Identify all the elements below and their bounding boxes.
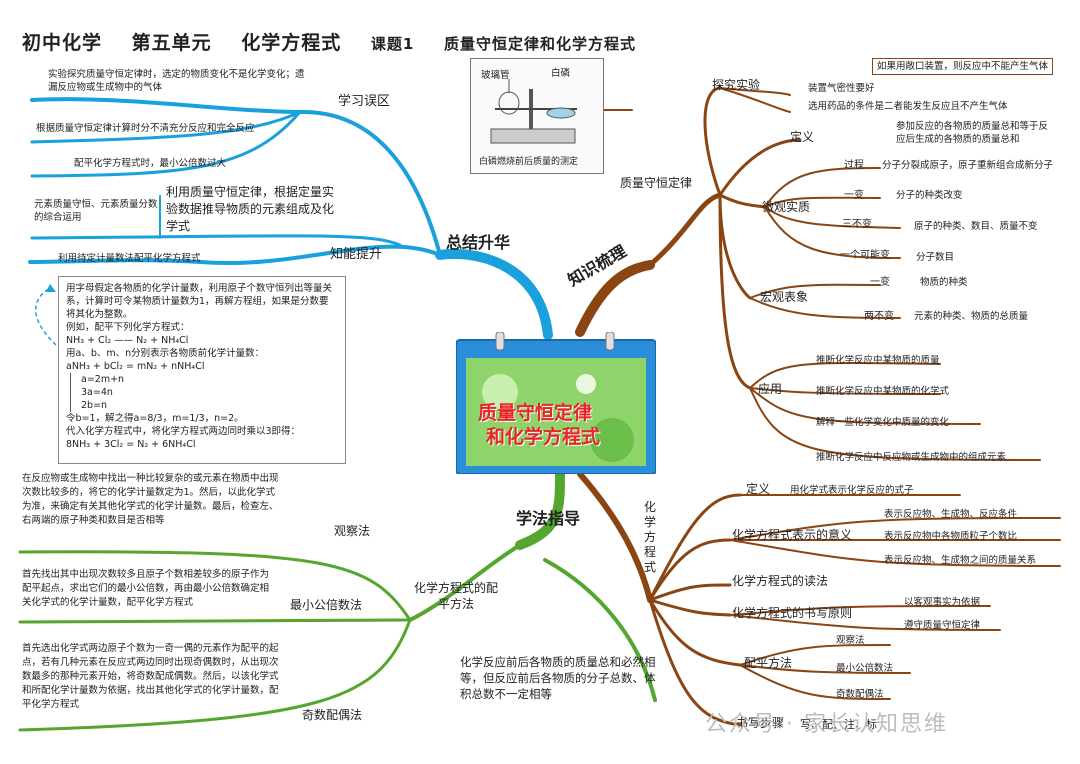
knowledge-branch-lines (575, 86, 1061, 727)
eq-reading-label: 化学方程式的读法 (732, 574, 829, 588)
application-item-3: 解释一些化学变化中质量的变化 (816, 417, 950, 428)
eq-meaning-item-2: 表示反应物中各物质粒子个数比 (884, 531, 1018, 542)
apparatus-phosphorus-label: 白磷 (551, 68, 571, 79)
eq-principle-item-2: 遵守质量守恒定律 (904, 620, 981, 631)
title-lesson: 课题1 (370, 35, 415, 53)
calendar-card-icon (455, 331, 657, 475)
lcm-name: 最小公倍数法 (290, 598, 363, 612)
ability-item-1: 元素质量守恒、元素质量分数的综合运用 (34, 199, 158, 223)
eq-definition-text: 用化学式表示化学反应的式子 (790, 485, 914, 496)
definition-label: 定义 (790, 130, 815, 144)
dashed-arrow (34, 287, 57, 346)
apparatus-tube-label: 玻璃管 (481, 70, 510, 81)
eq-principle-label: 化学方程式的书写原则 (732, 606, 853, 620)
method-branch-lines (18, 469, 657, 732)
mistakes-label: 学习误区 (338, 94, 391, 109)
eq-balance-item-3: 奇数配偶法 (836, 689, 884, 700)
example-line: 8NH₃ + 3Cl₂ = N₂ + 6NH₄Cl (66, 439, 196, 450)
center-card: 质量守恒定律 和化学方程式 (455, 331, 657, 475)
ability-item-2: 利用待定计量数法配平化学方程式 (58, 253, 201, 264)
ability-label: 知能提升 (330, 247, 383, 262)
eq-meaning-item-3: 表示反应物、生成物之间的质量关系 (884, 555, 1037, 566)
mistake-item-1: 实验探究质量守恒定律时，选定的物质变化不是化学变化；遗漏反应物或生成物中的气体 (48, 69, 305, 93)
example-line: 用a、b、m、n分别表示各物质前化学计量数： (66, 348, 265, 359)
law-label: 质量守恒定律 (620, 176, 693, 190)
mistake-item-2: 根据质量守恒定律计算时分不清充分反应和完全反应 (36, 123, 255, 134)
example-line: NH₃ + Cl₂ —— N₂ + NH₄Cl (66, 335, 189, 346)
lcm-desc: 首先找出其中出现次数较多且原子个数相差较多的原子作为配平起点，求出它们的最小公倍… (22, 569, 270, 608)
micro-one-change-text: 分子的种类改变 (896, 190, 963, 201)
eq-meaning-item-1: 表示反应物、生成物、反应条件 (884, 509, 1018, 520)
equation-label: 化学方程式 (644, 500, 657, 574)
observe-name: 观察法 (334, 524, 371, 538)
eq-definition-label: 定义 (746, 482, 771, 496)
balancing-summary: 化学反应前后各物质的质量总和必然相等，但反应前后各物质的分子总数、体积总数不一定… (460, 655, 656, 701)
center-title-line1: 质量守恒定律 (478, 402, 593, 424)
observe-desc: 在反应物或生成物中找出一种比较复杂的或元素在物质中出现次数比较多的，将它的化学计… (22, 473, 279, 526)
macro-one-change: 一变 (870, 277, 890, 288)
micro-three-unchanged: 三不变 (842, 219, 872, 230)
example-equation: 2b=n (81, 400, 108, 411)
example-line: 用字母假定各物质的化学计量数，利用原子个数守恒列出等量关系，计算时可令某物质计量… (66, 283, 333, 320)
micro-label: 微观实质 (762, 200, 811, 214)
example-equation: 3a=4n (81, 387, 113, 398)
eq-balance-item-2: 最小公倍数法 (836, 663, 894, 674)
experiment-airtight: 装置气密性要好 (808, 83, 875, 94)
experiment-label: 探究实验 (712, 78, 761, 92)
application-item-2: 推断化学反应中某物质的化学式 (816, 386, 950, 397)
title-unit: 第五单元 (131, 32, 212, 54)
example-line: 代入化学方程式中，将化学方程式两边同时乘以3即得： (66, 426, 301, 437)
branch-summary: 总结升华 (446, 233, 511, 252)
balancing-label: 化学方程式的配平方法 (414, 581, 499, 611)
branch-method: 学法指导 (516, 509, 581, 528)
oddeven-name: 奇数配偶法 (302, 708, 363, 722)
application-item-1: 推断化学反应中某物质的质量 (816, 355, 940, 366)
title-topic: 质量守恒定律和化学方程式 (443, 35, 636, 53)
micro-maybe-text: 分子数目 (916, 252, 955, 263)
eq-balance-item-1: 观察法 (836, 635, 865, 646)
watermark: 公众号 · 家长认知思维 (705, 712, 948, 737)
eq-meaning-label: 化学方程式表示的意义 (732, 528, 853, 542)
example-box: 用字母假定各物质的化学计量数，利用原子个数守恒列出等量关系，计算时可令某物质计量… (58, 276, 346, 464)
apparatus-figure: 玻璃管 白磷 白磷燃烧前后质量的测定 (470, 58, 604, 174)
center-title-line2: 和化学方程式 (486, 426, 601, 448)
micro-process-text: 分子分裂成原子，原子重新组合成新分子 (882, 160, 1054, 171)
definition-text: 参加反应的各物质的质量总和等于反应后生成的各物质的质量总和 (896, 121, 1049, 145)
macro-two-unchanged: 两不变 (864, 311, 894, 322)
title-chapter: 化学方程式 (241, 32, 342, 54)
application-label: 应用 (758, 382, 783, 396)
ability-item-1-desc: 利用质量守恒定律，根据定量实验数据推导物质的元素组成及化学式 (166, 185, 335, 233)
example-line: 例如，配平下列化学方程式： (66, 322, 190, 333)
micro-one-change: 一变 (844, 190, 864, 201)
macro-two-unchanged-text: 元素的种类、物质的总质量 (914, 311, 1029, 322)
macro-one-change-text: 物质的种类 (920, 277, 968, 288)
example-line: 令b=1，解之得a=8/3，m=1/3，n=2。 (66, 413, 244, 424)
micro-maybe: 一个可能变 (840, 250, 890, 261)
eq-steps-label: 书写步骤 (736, 716, 785, 730)
mistake-item-3: 配平化学方程式时，最小公倍数过大 (74, 158, 227, 169)
arrow-head-icon (46, 284, 56, 292)
eq-steps-text: 写、配、注、标 (800, 718, 877, 731)
micro-three-unchanged-text: 原子的种类、数目、质量不变 (914, 221, 1038, 232)
title-grade: 初中化学 (22, 32, 103, 54)
oddeven-desc: 首先选出化学式两边原子个数为一奇一偶的元素作为配平的起点，若有几种元素在反应式两… (22, 643, 279, 710)
summary-branch-lines (28, 97, 553, 340)
macro-label: 宏观表象 (760, 290, 809, 304)
eq-balance-label: 配平方法 (744, 656, 793, 670)
apparatus-caption: 白磷燃烧前后质量的测定 (479, 157, 579, 167)
micro-process: 过程 (844, 160, 864, 171)
example-line: aNH₃ + bCl₂ = mN₂ + nNH₄Cl (66, 361, 205, 372)
experiment-reagent: 选用药品的条件是二者能发生反应且不产生气体 (808, 101, 1008, 112)
balance-icon (490, 79, 577, 144)
eq-principle-item-1: 以客观事实为依据 (904, 597, 981, 608)
experiment-open-note: 如果用敞口装置，则反应中不能产生气体 (872, 58, 1054, 75)
page-title: 初中化学 第五单元 化学方程式 课题1 质量守恒定律和化学方程式 (22, 28, 658, 55)
example-equation: a=2m+n (81, 374, 125, 385)
application-item-4: 推断化学反应中反应物或生成物中的组成元素 (816, 452, 1007, 463)
